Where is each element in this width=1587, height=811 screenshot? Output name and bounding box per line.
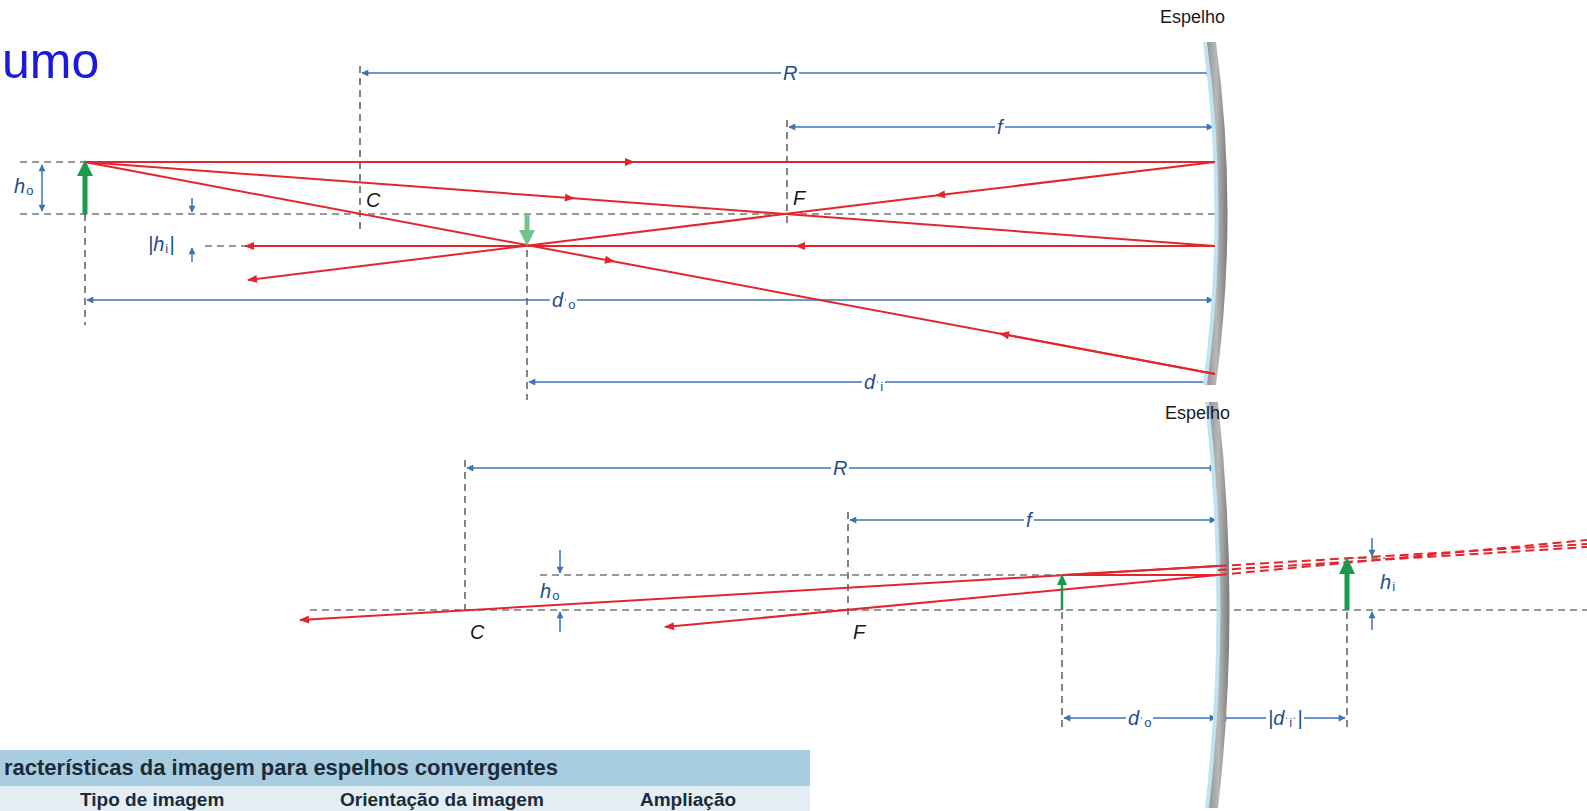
concave-mirror	[1207, 402, 1230, 808]
light-ray	[300, 566, 1218, 620]
image-arrow	[525, 214, 530, 232]
point-label: F	[853, 622, 865, 642]
reference-line	[847, 512, 848, 615]
dimension-label: R	[831, 458, 849, 478]
dimension-line	[87, 299, 1213, 301]
dimension-subscript: i	[165, 242, 168, 255]
point-label: C	[470, 622, 484, 642]
dimension-subscript: o	[26, 184, 33, 197]
table-cell: Tipo de imagem	[80, 790, 224, 809]
light-ray	[1000, 334, 1215, 374]
object-arrow	[1057, 574, 1067, 585]
reference-line	[786, 120, 787, 226]
light-ray	[245, 245, 1215, 247]
light-ray	[85, 162, 1215, 374]
dimension-line	[191, 198, 193, 212]
point-label: F	[793, 188, 805, 208]
table-band	[0, 750, 810, 786]
object-arrow	[83, 174, 88, 214]
table-band	[0, 750, 810, 811]
reference-line	[310, 609, 1587, 610]
dimension-label: h	[540, 581, 551, 601]
reference-line	[84, 214, 85, 325]
dimension-label: d	[550, 290, 565, 310]
virtual-ray	[1218, 540, 1587, 575]
dimension-label: f	[995, 117, 1005, 137]
reference-line	[1061, 612, 1062, 730]
reference-line	[526, 250, 527, 400]
dimension-line	[559, 550, 561, 573]
dimension-subscript: o	[566, 298, 577, 311]
virtual-ray	[1218, 544, 1587, 566]
reference-line	[1346, 612, 1347, 730]
reference-line	[359, 66, 360, 232]
image-arrow	[1345, 572, 1350, 610]
dimension-label: |d	[1266, 708, 1286, 728]
object-arrow	[77, 160, 93, 176]
dimension-line	[191, 248, 193, 262]
dimension-line	[1371, 538, 1373, 556]
reference-line	[20, 161, 85, 162]
reference-line	[540, 574, 1060, 575]
dimension-subscript: o	[552, 589, 559, 602]
object-arrow	[1061, 584, 1064, 610]
slide-title: umo	[2, 36, 99, 86]
concave-mirror	[1205, 42, 1230, 808]
dimension-label: |h	[148, 234, 164, 254]
object-arrow	[77, 160, 1067, 610]
dimension-subscript: i	[1287, 716, 1294, 729]
dimension-label: f	[1024, 510, 1034, 530]
mirror-label: Espelho	[1165, 404, 1230, 422]
dimension-subscript: i	[1392, 580, 1395, 593]
dimension-label: h	[14, 176, 25, 196]
concave-mirror	[1205, 42, 1228, 385]
dimension-label: |	[169, 234, 174, 254]
dimension-label: h	[1380, 572, 1391, 592]
dimension-subscript: o	[1142, 716, 1153, 729]
concave-mirror	[1205, 42, 1217, 385]
dimension-line	[41, 165, 43, 211]
light-ray	[248, 162, 1215, 280]
dimension-label: |	[1295, 708, 1304, 728]
table-cell: Orientação da imagem	[340, 790, 544, 809]
light-ray	[85, 162, 1215, 246]
image-arrow	[1339, 557, 1355, 574]
reference-line	[464, 460, 465, 615]
image-arrow	[519, 230, 535, 246]
light-ray	[85, 161, 1215, 163]
virtual-ray	[1218, 540, 1587, 575]
table-header: racterísticas da imagem para espelhos co…	[4, 757, 558, 779]
mirror-label: Espelho	[1160, 8, 1225, 26]
dimension-line	[42, 73, 1372, 718]
image-arrow	[519, 214, 1355, 610]
dimension-label: d	[1126, 708, 1141, 728]
light-ray	[300, 566, 1218, 627]
light-ray	[85, 162, 1215, 374]
reference-line	[20, 213, 1215, 214]
virtual-ray	[1218, 547, 1587, 570]
dimension-line	[559, 612, 561, 632]
dimension-label: d	[862, 372, 877, 392]
table-cell: Ampliação	[640, 790, 736, 809]
point-label: C	[366, 190, 380, 210]
reference-line	[20, 66, 1587, 730]
dimension-subscript: i	[878, 380, 885, 393]
reference-line	[205, 245, 245, 246]
concave-mirror	[1207, 402, 1219, 808]
dimension-label: R	[781, 63, 799, 83]
dimension-line	[1371, 612, 1373, 630]
table-band	[0, 786, 810, 811]
